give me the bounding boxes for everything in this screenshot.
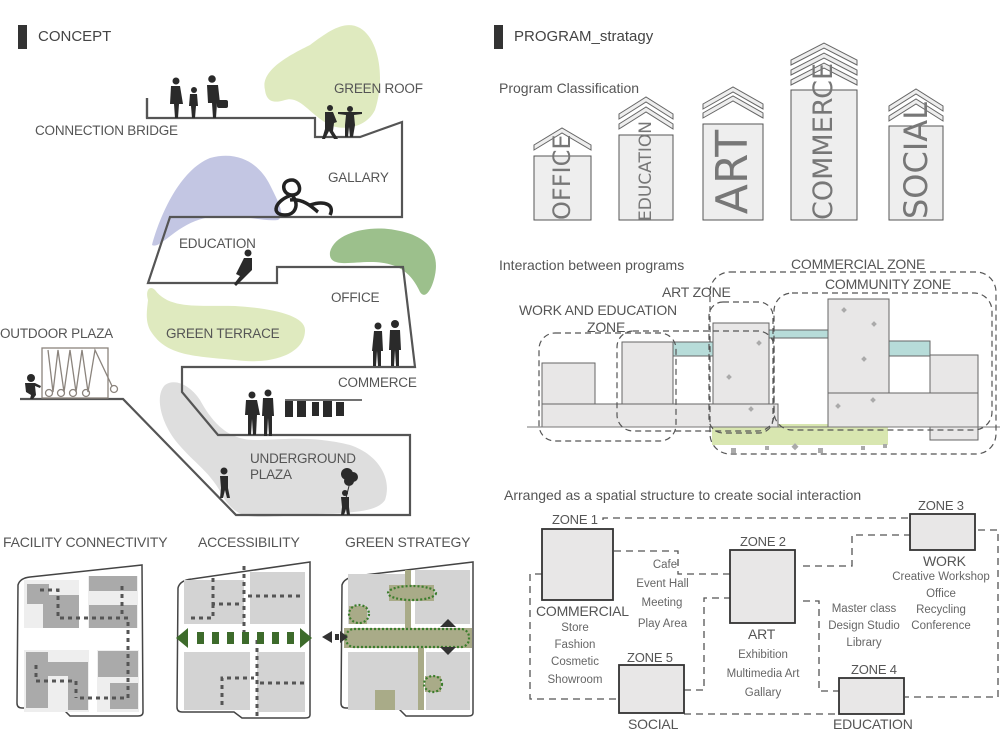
program-heading-bar xyxy=(494,25,503,49)
concept-heading-bar xyxy=(18,25,27,49)
zone3-item: Office xyxy=(926,588,956,600)
education-box xyxy=(618,134,674,221)
ground-green-strip xyxy=(712,424,888,445)
program-heading: PROGRAM_stratagy xyxy=(514,28,654,45)
gallary-sculpture xyxy=(274,178,333,217)
base-block-right xyxy=(827,392,979,428)
zone3-item: Conference xyxy=(911,620,971,632)
interaction-title: Interaction between programs xyxy=(499,257,685,273)
zone1-label: ZONE 1 xyxy=(552,512,598,527)
education-art-item: Design Studio xyxy=(828,620,900,632)
underground-plaza-label-2: PLAZA xyxy=(250,467,292,482)
block-1 xyxy=(541,362,596,405)
gallary-blob xyxy=(152,155,282,246)
connection-bridge-floor xyxy=(20,98,417,517)
zone4-name: EDUCATION xyxy=(833,716,913,732)
green-roof-label: GREEN ROOF xyxy=(334,81,423,96)
concept-heading: CONCEPT xyxy=(38,28,112,45)
activity-dots xyxy=(726,307,887,453)
zone1-item: Cosmetic xyxy=(551,656,599,668)
block-art xyxy=(712,322,770,405)
education-art-item: Library xyxy=(846,637,882,649)
zone3-label: ZONE 3 xyxy=(918,498,964,513)
office-label: OFFICE xyxy=(331,290,380,305)
underground-plaza-label-1: UNDERGROUND xyxy=(250,451,356,466)
social-art-item: Meeting xyxy=(641,597,683,609)
facility-connectivity-plan xyxy=(16,564,144,717)
education-label: EDUCATION xyxy=(179,236,256,251)
zone1-item: Store xyxy=(561,622,589,634)
block-social xyxy=(929,354,979,394)
bridge-2 xyxy=(768,329,829,339)
block-2 xyxy=(621,341,674,405)
community-zone-label: COMMUNITY ZONE xyxy=(825,276,952,292)
arrangement-title: Arranged as a spatial structure to creat… xyxy=(504,487,862,503)
zone5-box xyxy=(618,664,685,714)
zone4-box xyxy=(838,677,905,715)
zone3-item: Recycling xyxy=(916,604,966,616)
green-terrace-blob xyxy=(146,288,305,362)
zone3-name: WORK xyxy=(923,553,966,569)
green-strategy-plan xyxy=(322,561,474,717)
gallary-label: GALLARY xyxy=(328,170,389,185)
outdoor-plaza-label: OUTDOOR PLAZA xyxy=(0,326,113,341)
zone2-box xyxy=(729,549,796,624)
commercial-zone-label: COMMERCIAL ZONE xyxy=(791,256,926,272)
bridge-3 xyxy=(888,340,931,357)
outdoor-plaza-swing xyxy=(41,347,119,399)
zone2-item: Multimedia Art xyxy=(726,668,800,680)
bridge-1 xyxy=(672,341,714,357)
social-art-item: Event Hall xyxy=(636,578,689,590)
zone3-box xyxy=(909,513,976,551)
accessibility-plan xyxy=(176,561,312,719)
office-blob xyxy=(329,228,436,295)
zone2-item: Gallary xyxy=(744,687,782,699)
education-art-item: Master class xyxy=(831,603,897,615)
commerce-box xyxy=(790,89,858,221)
commerce-label: COMMERCE xyxy=(338,375,417,390)
green-terrace-label: GREEN TERRACE xyxy=(166,326,280,341)
art-box xyxy=(702,123,764,221)
program-classification-title: Program Classification xyxy=(499,80,640,96)
commercial-zone-outline xyxy=(709,271,997,455)
work-education-zone-label-2: ZONE xyxy=(587,319,626,335)
community-zone-outline xyxy=(773,292,993,431)
zone2-label: ZONE 2 xyxy=(740,534,786,549)
zone2-name: ART xyxy=(748,626,776,642)
social-box xyxy=(888,125,944,221)
zone1-item: Showroom xyxy=(547,674,603,686)
zone3-item: Creative Workshop xyxy=(892,571,990,583)
green-strategy-title: GREEN STRATEGY xyxy=(345,534,471,550)
work-education-zone-label-1: WORK AND EDUCATION xyxy=(519,302,677,318)
office-box xyxy=(533,155,592,221)
social-art-item: Cafe xyxy=(652,559,678,571)
green-roof-blob xyxy=(264,25,380,128)
art-zone-label: ART ZONE xyxy=(662,284,731,300)
social-art-item: Play Area xyxy=(637,618,688,630)
zone5-label: ZONE 5 xyxy=(627,650,673,665)
people-silhouettes xyxy=(25,75,401,515)
zone5-name: SOCIAL xyxy=(628,716,679,732)
zone4-label: ZONE 4 xyxy=(851,662,897,677)
connection-bridge-label: CONNECTION BRIDGE xyxy=(35,123,178,138)
facility-connectivity-title: FACILITY CONNECTIVITY xyxy=(3,534,168,550)
zone2-item: Exhibition xyxy=(738,649,788,661)
chevrons xyxy=(533,42,944,151)
art-zone-outline xyxy=(708,301,774,434)
zone1-item: Fashion xyxy=(554,639,596,651)
underground-plaza-blob xyxy=(159,382,387,517)
accessibility-title: ACCESSIBILITY xyxy=(198,534,300,550)
work-education-zone-outline xyxy=(538,332,677,442)
zone1-name: COMMERCIAL xyxy=(536,603,629,619)
zone1-box xyxy=(541,528,614,601)
